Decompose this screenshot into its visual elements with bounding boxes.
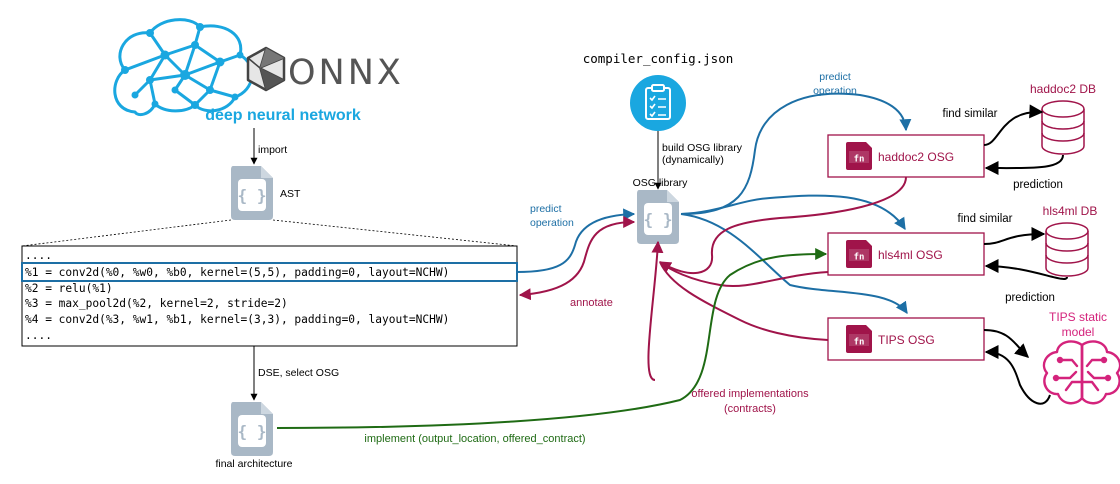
db-label: haddoc2 DB	[1030, 82, 1096, 96]
find-similar-arrow	[983, 227, 1046, 245]
osg-box-hls4ml: hls4ml OSG	[827, 232, 985, 276]
osg-label: haddoc2 OSG	[878, 150, 954, 164]
code-line: %1 = conv2d(%0, %w0, %b0, kernel=(5,5), …	[25, 266, 449, 279]
predict-label-top-1: predict	[819, 71, 851, 83]
code-line: %3 = max_pool2d(%2, kernel=2, stride=2)	[25, 297, 288, 310]
predict-label-left-1: predict	[530, 203, 562, 215]
model-label-1: TIPS static	[1049, 310, 1107, 324]
db-label: hls4ml DB	[1043, 204, 1098, 218]
prediction-label: prediction	[1013, 179, 1063, 191]
neural-network-brain-icon	[113, 18, 254, 117]
build-label-2: (dynamically)	[662, 154, 724, 166]
clipboard-config-icon	[630, 75, 686, 131]
import-label: import	[258, 144, 287, 156]
osg-library-file-icon	[637, 190, 679, 244]
implement-arrow	[276, 248, 828, 429]
code-line: %4 = conv2d(%3, %w1, %b1, kernel=(3,3), …	[25, 313, 449, 326]
osg-function-icon	[846, 142, 872, 170]
dnn-label: deep neural network	[205, 107, 361, 124]
prediction-arrow	[984, 154, 1064, 176]
ast-label: AST	[280, 188, 301, 200]
offered-contract-curves	[647, 176, 907, 381]
predict-label-top-2: operation	[813, 85, 857, 97]
ai-brain-model-icon	[1042, 340, 1120, 405]
hls4ml-database-icon	[1045, 222, 1089, 277]
offered-label-2: (contracts)	[724, 403, 776, 415]
onnx-wordmark: ONNX	[288, 53, 404, 93]
osg-label: hls4ml OSG	[878, 248, 943, 262]
dse-label: DSE, select OSG	[258, 367, 339, 379]
find-similar-label: find similar	[958, 213, 1013, 225]
osg-function-icon	[846, 325, 872, 353]
predict-operation-curves	[680, 92, 912, 314]
osg-box-tips: TIPS OSG	[827, 317, 985, 361]
final-architecture-label: final architecture	[215, 458, 292, 470]
query-model-arrow	[983, 329, 1030, 358]
ir-code-panel: .... %1 = conv2d(%0, %w0, %b0, kernel=(5…	[21, 245, 518, 347]
find-similar-label: find similar	[943, 108, 998, 120]
ast-file-icon	[231, 166, 273, 220]
zoom-line-left	[21, 219, 232, 247]
prediction-arrow	[984, 259, 1068, 280]
haddoc2-database-icon	[1041, 100, 1085, 155]
model-prediction-arrow	[984, 345, 1051, 405]
onnx-logo-icon	[246, 46, 286, 92]
osg-box-haddoc2: haddoc2 OSG	[827, 134, 985, 178]
code-line: %2 = relu(%1)	[25, 282, 113, 295]
implement-label: implement (output_location, offered_cont…	[364, 433, 585, 445]
osg-function-icon	[846, 240, 872, 268]
annotate-arrow	[518, 216, 636, 301]
find-similar-arrow	[983, 104, 1044, 146]
build-label-1: build OSG library	[662, 142, 743, 154]
model-label-2: model	[1062, 325, 1095, 339]
code-line: ....	[25, 329, 52, 342]
prediction-label: prediction	[1005, 292, 1055, 304]
annotate-label: annotate	[570, 297, 613, 309]
predict-label-left-2: operation	[530, 217, 574, 229]
zoom-line-right	[272, 219, 518, 247]
final-architecture-file-icon	[231, 402, 273, 456]
osg-label: TIPS OSG	[878, 333, 935, 347]
osg-library-label: OSG library	[633, 177, 689, 189]
offered-label-1: offered implementations	[691, 388, 809, 400]
compiler-config-label: compiler_config.json	[583, 51, 734, 66]
code-line: ....	[25, 249, 52, 262]
